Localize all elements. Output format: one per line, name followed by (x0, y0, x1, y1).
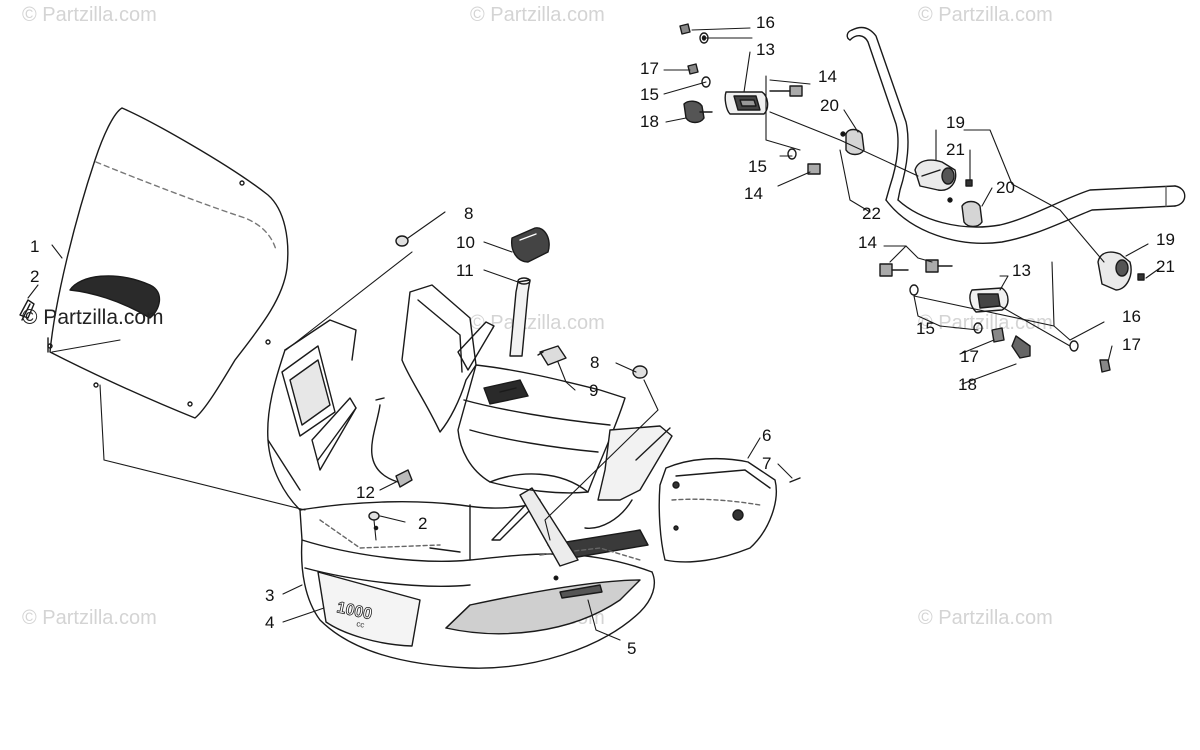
callout-17: 17 (960, 347, 979, 366)
callout-2: 2 (418, 514, 427, 533)
callouts: 1 2 3 4 5 6 7 8 8 9 10 11 12 2 13 13 14 … (30, 13, 1175, 658)
hood-console (267, 319, 656, 669)
callout-19: 19 (946, 113, 965, 132)
callout-11: 11 (456, 261, 474, 280)
callout-2: 2 (30, 267, 39, 286)
callout-13: 13 (1012, 261, 1031, 280)
watermark: © Partzilla.com (918, 607, 1053, 629)
callout-14: 14 (744, 184, 763, 203)
bushing-20a (840, 128, 865, 156)
callout-17: 17 (1122, 335, 1141, 354)
callout-12: 12 (356, 483, 375, 502)
callout-10: 10 (456, 233, 475, 252)
callout-17: 17 (640, 59, 659, 78)
callout-18: 18 (640, 112, 659, 131)
badge-subtext: cc (356, 619, 366, 629)
plug-2 (368, 511, 380, 521)
hardware-lower (879, 259, 1111, 373)
callout-6: 6 (762, 426, 771, 445)
watermark: © Partzilla.com (22, 607, 157, 629)
callout-15: 15 (748, 157, 767, 176)
fastener-2 (19, 299, 35, 321)
callout-3: 3 (265, 586, 274, 605)
callout-16: 16 (756, 13, 775, 32)
callout-14: 14 (858, 233, 877, 252)
watermark-main: © Partzilla.com (22, 306, 164, 329)
watermark: © Partzilla.com (470, 312, 605, 334)
switch-9 (537, 345, 567, 366)
callout-20: 20 (996, 178, 1015, 197)
callout-14: 14 (818, 67, 837, 86)
callout-4: 4 (265, 613, 274, 632)
leader-lines-handlebar (663, 27, 1161, 385)
hardware-upper (679, 23, 1145, 281)
watermark: © Partzilla.com (918, 4, 1053, 26)
callout-21: 21 (1156, 257, 1175, 276)
plug-8b (632, 365, 648, 379)
watermark: © Partzilla.com (470, 4, 605, 26)
callout-15: 15 (640, 85, 659, 104)
plug-8a (395, 235, 409, 247)
leader-lines (27, 211, 793, 641)
side-panel-6 (658, 457, 777, 563)
harness-12 (370, 397, 413, 488)
screw-7 (789, 477, 801, 483)
clamp-19b (1097, 251, 1132, 291)
callout-7: 7 (762, 454, 771, 473)
callout-18: 18 (958, 375, 977, 394)
mount-13b (969, 287, 1009, 313)
callout-20: 20 (820, 96, 839, 115)
callout-21: 21 (946, 140, 965, 159)
windshield (47, 107, 289, 419)
callout-16: 16 (1122, 307, 1141, 326)
knob-10 (511, 227, 550, 263)
callout-8: 8 (590, 353, 599, 372)
handlebar (846, 26, 1186, 244)
mount-13a (724, 91, 769, 115)
callout-5: 5 (627, 639, 636, 658)
shaft-11 (509, 277, 531, 357)
callout-13: 13 (756, 40, 775, 59)
callout-9: 9 (589, 381, 598, 400)
callout-1: 1 (30, 237, 39, 256)
callout-15: 15 (916, 319, 935, 338)
callout-22: 22 (862, 204, 881, 223)
bushing-20b (947, 197, 983, 228)
clamp-19a (914, 159, 957, 191)
callout-19: 19 (1156, 230, 1175, 249)
watermark: © Partzilla.com (22, 4, 157, 26)
callout-8: 8 (464, 204, 473, 223)
dash-upper (401, 284, 673, 529)
